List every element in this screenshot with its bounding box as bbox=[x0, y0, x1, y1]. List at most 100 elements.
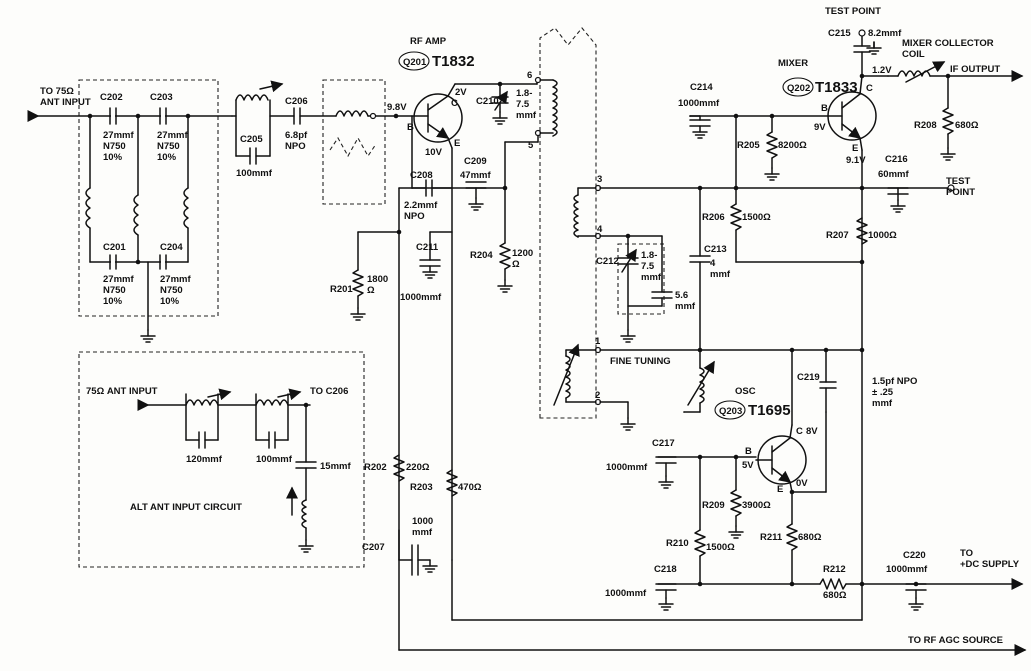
label-c206: C206 bbox=[285, 96, 308, 107]
label-c215: C215 bbox=[828, 28, 851, 39]
label-mixer: MIXER bbox=[778, 58, 808, 69]
label-v12: 1.2V bbox=[872, 65, 892, 76]
label-r204: R204 bbox=[470, 250, 493, 261]
label-t6: 6 bbox=[527, 70, 532, 81]
label-q201: Q201 bbox=[403, 57, 427, 68]
label-r202v: 220Ω bbox=[406, 462, 430, 473]
label-c212: C212 bbox=[596, 256, 619, 267]
label-v8: 8V bbox=[806, 426, 818, 437]
label-c207: C207 bbox=[362, 542, 385, 553]
label-v9: 9V bbox=[814, 122, 826, 133]
label-t2: 2 bbox=[595, 390, 600, 401]
label-c204: C204 bbox=[160, 242, 183, 253]
label-q203: Q203 bbox=[719, 406, 742, 417]
label-c203: C203 bbox=[150, 92, 173, 103]
label-c211: C211 bbox=[416, 242, 439, 253]
label-r203v: 470Ω bbox=[458, 482, 482, 493]
label-rfagc: TO RF AGC SOURCE bbox=[908, 635, 1003, 646]
label-r203: R203 bbox=[410, 482, 433, 493]
osc-base-network bbox=[655, 454, 757, 585]
label-v10: 10V bbox=[425, 147, 443, 158]
label-osc: OSC bbox=[735, 386, 756, 397]
label-c202: C202 bbox=[100, 92, 123, 103]
label-c218v: 1000mmf bbox=[605, 588, 647, 599]
label-r205: R205 bbox=[737, 140, 760, 151]
c213-r206 bbox=[689, 115, 863, 351]
label-r207v: 1000Ω bbox=[868, 230, 897, 241]
label-c3: C bbox=[796, 426, 803, 437]
fine-tuning-coil bbox=[683, 347, 715, 413]
c212-box bbox=[617, 243, 665, 315]
label-r212: R212 bbox=[823, 564, 846, 575]
label-c217v: 1000mmf bbox=[606, 462, 648, 473]
label-r202: R202 bbox=[364, 462, 387, 473]
shield-box-1 bbox=[322, 79, 386, 205]
q202-badge bbox=[782, 77, 814, 97]
label-c214v: 1000mmf bbox=[678, 98, 720, 109]
label-dcsupply: TO+DC SUPPLY bbox=[960, 548, 1020, 570]
label-v5: 5V bbox=[742, 460, 754, 471]
label-c205v: 100mmf bbox=[236, 168, 273, 179]
mixer-transistor bbox=[827, 75, 877, 621]
mixer-base-network bbox=[689, 113, 829, 181]
label-r208v: 680Ω bbox=[955, 120, 979, 131]
label-rfamp: RF AMP bbox=[410, 36, 447, 47]
alt-input-box bbox=[78, 351, 365, 568]
supply-line bbox=[655, 578, 1024, 611]
label-r206v: 1500Ω bbox=[742, 212, 771, 223]
label-c219: C219 bbox=[797, 372, 820, 383]
mixer-emitter-network bbox=[856, 184, 955, 245]
label-q202: Q202 bbox=[787, 83, 810, 94]
label-c208: C208 bbox=[410, 170, 433, 181]
label-e2: E bbox=[852, 143, 858, 154]
label-r210v: 1500Ω bbox=[706, 542, 735, 553]
label-e3: E bbox=[777, 484, 783, 495]
label-alt-c1: 120mmf bbox=[186, 454, 223, 465]
label-c218: C218 bbox=[654, 564, 677, 575]
label-ifout: IF OUTPUT bbox=[950, 64, 1000, 75]
label-v2: 2V bbox=[455, 87, 467, 98]
label-c1: C bbox=[451, 98, 458, 109]
label-t4: 4 bbox=[597, 224, 603, 235]
label-finetuning: FINE TUNING bbox=[610, 356, 671, 367]
label-e1: E bbox=[454, 138, 460, 149]
label-c220v: 1000mmf bbox=[886, 564, 928, 575]
label-c210: C210 bbox=[476, 96, 499, 107]
label-alt-in: 75Ω ANT INPUT bbox=[86, 386, 158, 397]
label-alt-c3: 15mmf bbox=[320, 461, 351, 472]
label-c2: C bbox=[866, 83, 873, 94]
label-r209: R209 bbox=[702, 500, 725, 511]
q201-badge bbox=[398, 51, 430, 71]
label-c205: C205 bbox=[240, 134, 263, 145]
label-v0: 0V bbox=[796, 478, 808, 489]
rf-base-network bbox=[350, 115, 1027, 656]
label-r208: R208 bbox=[914, 120, 937, 131]
label-c217: C217 bbox=[652, 438, 675, 449]
label-t1: 1 bbox=[595, 336, 601, 347]
label-t1695: T1695 bbox=[748, 402, 791, 419]
label-alt-title: ALT ANT INPUT CIRCUIT bbox=[130, 502, 242, 513]
label-testpoint: TEST POINT bbox=[825, 6, 881, 17]
label-alt-to: TO C206 bbox=[310, 386, 348, 397]
label-b1: B bbox=[407, 122, 414, 133]
label-r207: R207 bbox=[826, 230, 849, 241]
rf-collector-circuit bbox=[411, 76, 558, 293]
